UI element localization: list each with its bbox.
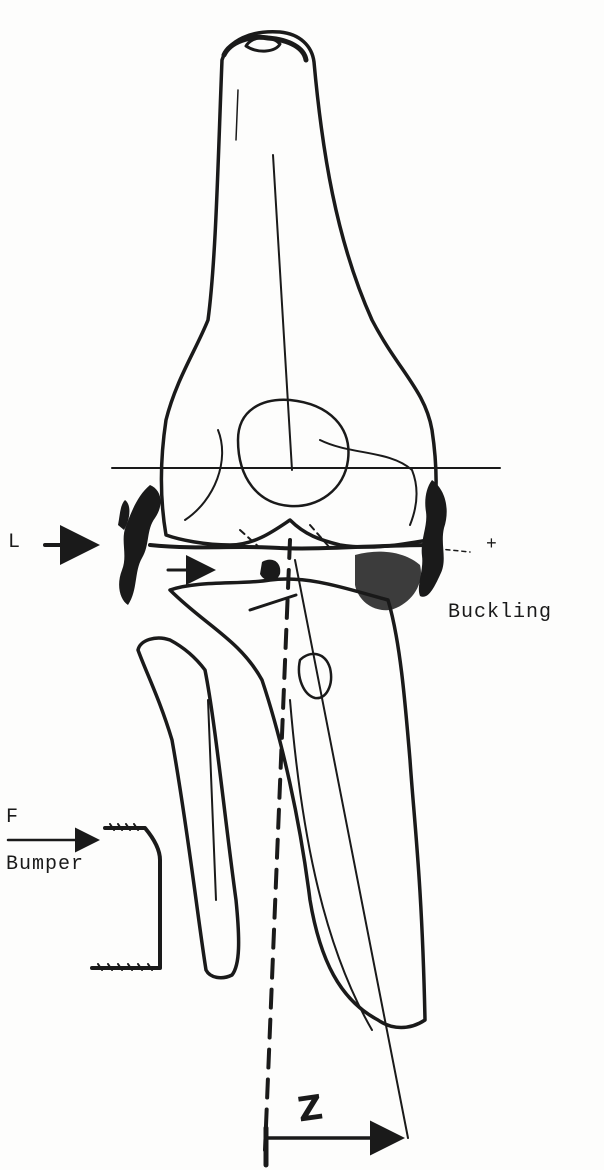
joint-spot — [260, 560, 280, 581]
fibula-outline — [138, 638, 239, 978]
force-label: F — [6, 808, 19, 828]
femur-top-cap — [224, 37, 306, 60]
patella-inner-arc — [185, 430, 222, 520]
medial-ligament-blob — [419, 480, 447, 597]
femur-shaft-line — [236, 90, 238, 140]
femur-outline — [162, 32, 437, 547]
bumper-bracket — [92, 828, 160, 968]
tibia-outline — [170, 579, 425, 1027]
bumper-label: Bumper — [6, 855, 84, 875]
lateral-force-label: L — [8, 533, 21, 553]
offset-label: Z — [296, 1090, 326, 1127]
buckling-label: Buckling — [448, 603, 552, 623]
tibia-shaft-line — [290, 700, 372, 1030]
plus-marker-label: + — [486, 536, 498, 554]
condyle-arc-right — [320, 440, 416, 525]
femur-axis-line — [273, 155, 292, 470]
buckling-shading — [355, 552, 421, 611]
bumper-hatching — [98, 824, 152, 970]
femoral-projection-dashed — [265, 540, 290, 1150]
tibia-axis-line — [295, 560, 408, 1138]
patella-outline — [238, 400, 348, 506]
